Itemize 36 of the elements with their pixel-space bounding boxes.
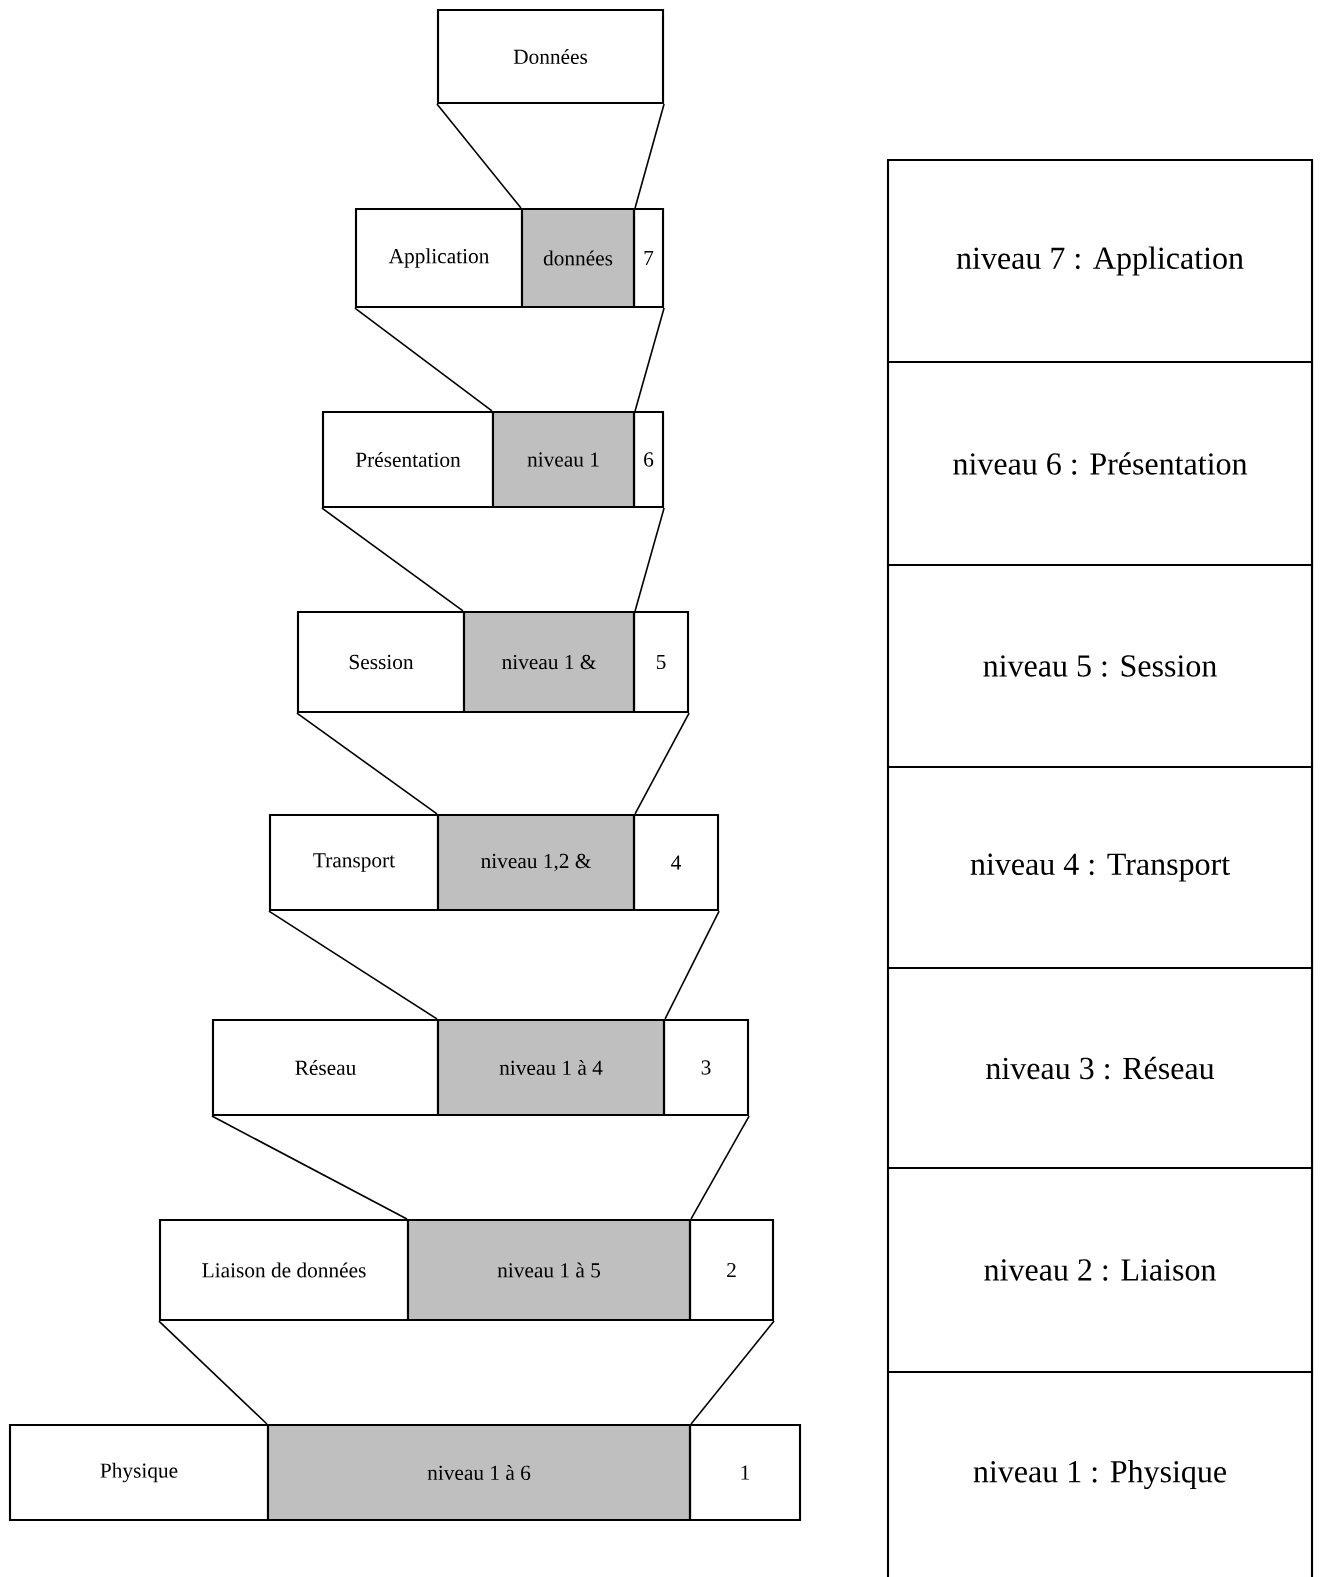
connector-line [321, 507, 464, 612]
connector-line [634, 307, 665, 412]
payload-cell: niveau 1 & [462, 610, 636, 714]
payload-cell: niveau 1 à 6 [266, 1423, 692, 1522]
connector-line [211, 1115, 408, 1220]
connector-line [690, 1115, 750, 1220]
connector-line [354, 307, 493, 412]
connector-line [664, 910, 720, 1020]
table-cell: niveau 3 : Réseau [886, 966, 1314, 1170]
connector-line [268, 910, 438, 1020]
layer-number-cell: 7 [632, 207, 665, 309]
layer-number-cell: 1 [688, 1423, 802, 1522]
layer-number-cell: 4 [632, 813, 720, 912]
layer-number-cell: 6 [632, 410, 665, 509]
data-box: Données [436, 8, 665, 105]
connector-line [158, 1320, 268, 1425]
connector-line [296, 712, 438, 815]
layer-number-cell: 2 [688, 1218, 775, 1322]
connector-line [634, 712, 690, 815]
payload-cell: niveau 1 à 5 [406, 1218, 692, 1322]
table-cell: niveau 1 : Physique [886, 1370, 1314, 1577]
connector-line [436, 103, 522, 209]
table-cell: niveau 2 : Liaison [886, 1166, 1314, 1374]
layer-number-cell: 5 [632, 610, 690, 714]
connector-line [634, 103, 665, 209]
table-cell: niveau 6 : Présentation [886, 360, 1314, 567]
table-cell: niveau 7 : Application [886, 158, 1314, 364]
payload-cell: niveau 1 à 4 [436, 1018, 666, 1117]
table-cell: niveau 5 : Session [886, 563, 1314, 769]
table-cell: niveau 4 : Transport [886, 765, 1314, 970]
connector-line [690, 1320, 775, 1425]
payload-cell: niveau 1 [491, 410, 636, 509]
payload-cell: données [520, 207, 636, 309]
payload-cell: niveau 1,2 & [436, 813, 636, 912]
layer-number-cell: 3 [662, 1018, 750, 1117]
connector-line [634, 507, 665, 612]
